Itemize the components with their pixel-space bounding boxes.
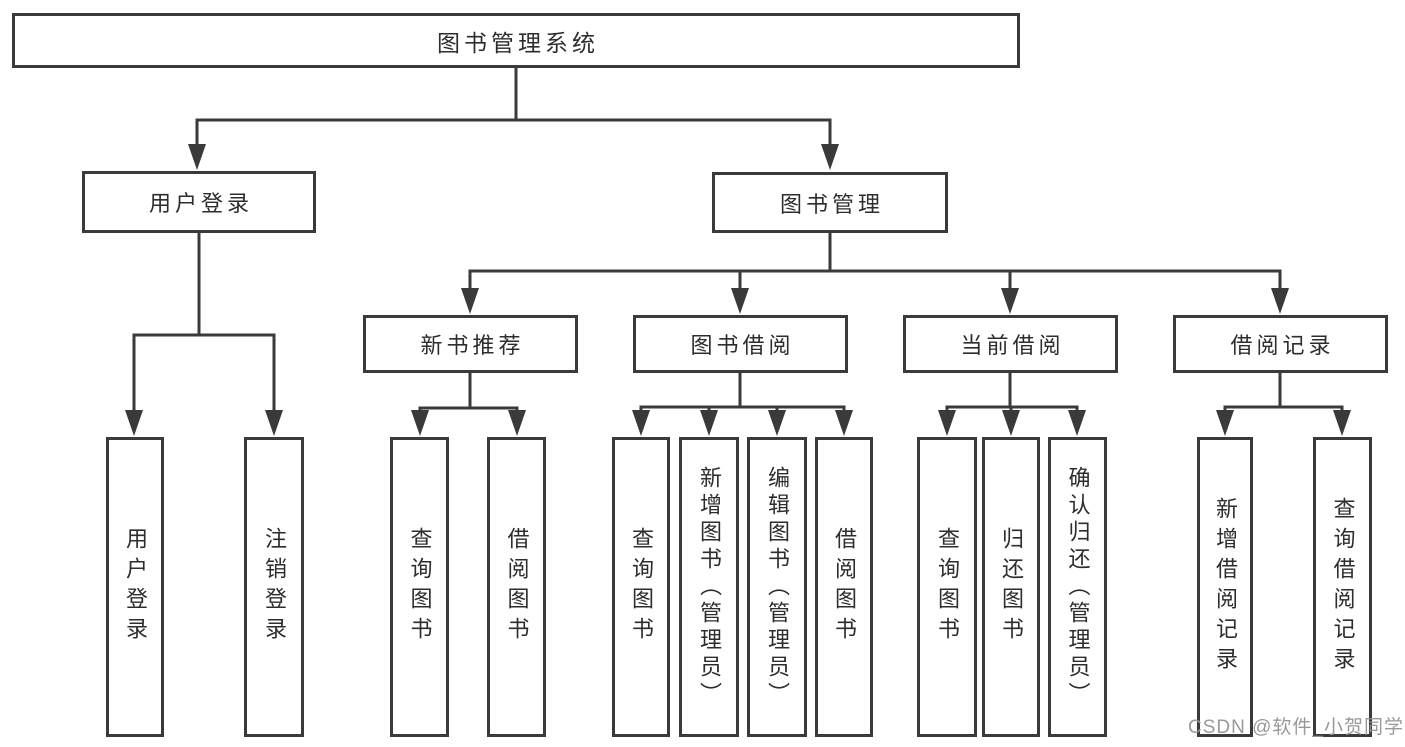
leaf-borrowing-borrow-books: 借阅图书 [815,437,873,737]
node-label: 新书推荐 [420,333,525,358]
node-label: 查询图书 [407,527,433,647]
node-label: 借阅记录 [1230,333,1335,358]
leaf-newbook-borrow-books: 借阅图书 [487,437,546,737]
node-label: 查询借阅记录 [1330,497,1356,677]
leaf-current-return-books: 归还图书 [982,437,1040,737]
leaf-records-add-borrow-record: 新增借阅记录 [1197,437,1253,737]
leaf-borrowing-query-books: 查询图书 [612,437,670,737]
node-label: 借阅图书 [832,527,857,647]
csdn-watermark: CSDN @软件_小贺同学 [1188,717,1404,738]
node-label: 借阅图书 [504,527,530,647]
node-label: 图书管理 [779,191,884,217]
node-new-book-recommendation: 新书推荐 [363,315,578,373]
node-library-management-system: 图书管理系统 [12,13,1020,68]
node-current-borrowing: 当前借阅 [903,315,1118,373]
leaf-user-login: 用户登录 [106,437,164,737]
node-label: 查询图书 [935,527,960,647]
node-label: 图书管理系统 [437,29,599,56]
leaf-borrowing-edit-books-admin: 编辑图书（管理员） [747,437,807,737]
leaf-records-query-borrow-record: 查询借阅记录 [1313,437,1372,737]
node-label: 归还图书 [999,527,1024,647]
node-label: 编辑图书（管理员） [765,465,790,709]
node-user-login: 用户登录 [82,171,316,233]
leaf-current-query-books: 查询图书 [917,437,977,737]
leaf-borrowing-add-books-admin: 新增图书（管理员） [679,437,739,737]
node-label: 图书借阅 [690,333,795,358]
node-label: 当前借阅 [960,333,1065,358]
node-label: 新增图书（管理员） [697,465,722,709]
leaf-newbook-query-books: 查询图书 [390,437,449,737]
leaf-logout: 注销登录 [244,437,304,737]
node-label: 确认归还（管理员） [1065,465,1091,709]
node-label: 查询图书 [629,527,654,647]
node-label: 注销登录 [262,527,287,647]
node-label: 新增借阅记录 [1213,497,1238,677]
node-book-borrowing: 图书借阅 [633,315,848,373]
node-label: 用户登录 [148,191,253,216]
leaf-current-confirm-return-admin: 确认归还（管理员） [1048,437,1107,737]
node-label: 用户登录 [123,527,148,647]
node-borrowing-records: 借阅记录 [1173,315,1388,373]
node-book-management: 图书管理 [712,172,948,233]
